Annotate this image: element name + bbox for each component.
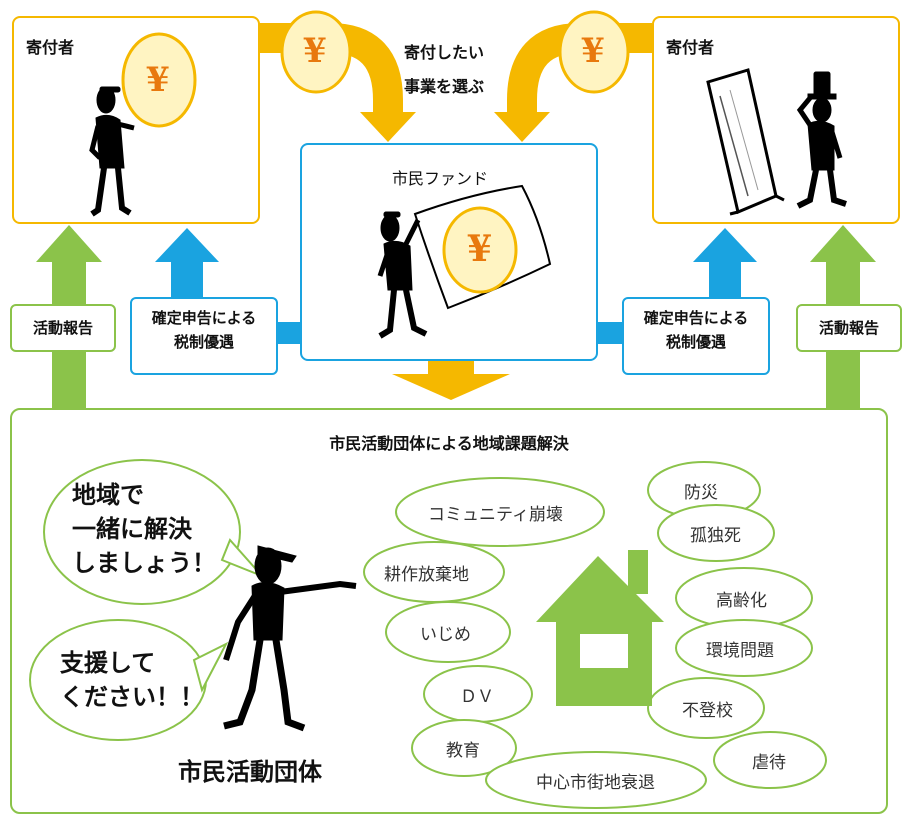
tax-benefit-right-line1: 確定申告による bbox=[643, 309, 749, 327]
issue-aging: 高齢化 bbox=[716, 591, 767, 611]
issue-truancy: 不登校 bbox=[682, 701, 733, 721]
speech-1-line1: 地域で bbox=[72, 481, 144, 509]
issue-bullying: いじめ bbox=[420, 625, 471, 645]
issue-cloud-community-collapse bbox=[395, 477, 605, 547]
activity-report-box-right: 活動報告 bbox=[796, 304, 902, 352]
issue-cloud-abuse bbox=[713, 731, 827, 789]
speech-2-line2: ください！！ bbox=[60, 683, 204, 711]
pointing-figure-icon bbox=[223, 545, 357, 732]
yen-glyph-fund: ¥ bbox=[467, 228, 493, 270]
speech-1-line2: 一緒に解決 bbox=[72, 515, 192, 543]
yen-coin-icon bbox=[121, 32, 197, 128]
issue-abuse: 虐待 bbox=[752, 753, 786, 773]
house-icon bbox=[536, 550, 664, 706]
tax-benefit-left-line1: 確定申告による bbox=[151, 309, 257, 327]
donor-figure-tophat-icon bbox=[796, 71, 847, 209]
yen-coin-top-left-icon bbox=[280, 10, 352, 94]
speech-bubble-2 bbox=[29, 619, 229, 741]
choose-project-line1: 寄付したい bbox=[404, 43, 485, 62]
issue-downtown-decline: 中心市街地衰退 bbox=[536, 773, 655, 793]
issue-abandoned-farmland: 耕作放棄地 bbox=[384, 565, 469, 585]
issue-lonely-death: 孤独死 bbox=[690, 526, 741, 546]
tax-benefit-box-right: 確定申告による 税制優遇 bbox=[622, 297, 770, 375]
issue-disaster-prevention: 防災 bbox=[684, 483, 718, 503]
mirror-icon bbox=[706, 68, 785, 216]
issue-cloud-downtown-decline bbox=[485, 751, 707, 809]
yen-glyph-top-right: ¥ bbox=[581, 31, 605, 71]
speech-2-line1: 支援して bbox=[60, 649, 156, 677]
choose-project-text: 寄付したい 事業を選ぶ bbox=[404, 36, 484, 104]
orange-arrowhead-left bbox=[360, 112, 416, 142]
blue-up-arrow-left bbox=[155, 228, 219, 298]
issue-education: 教育 bbox=[446, 741, 480, 761]
issue-cloud-environment bbox=[675, 619, 813, 677]
speech-1-line3: しましょう！ bbox=[72, 549, 216, 577]
issue-cloud-truancy bbox=[647, 677, 765, 739]
tax-benefit-box-left: 確定申告による 税制優遇 bbox=[130, 297, 278, 375]
orange-down-arrow bbox=[392, 360, 510, 400]
activity-report-right-label: 活動報告 bbox=[818, 319, 879, 337]
fund-figure-icon bbox=[377, 211, 428, 339]
tax-benefit-left-line2: 税制優遇 bbox=[173, 333, 234, 351]
yen-glyph-left-donor: ¥ bbox=[146, 60, 170, 100]
issue-dv: ＤＶ bbox=[460, 687, 494, 707]
blue-connector-left bbox=[276, 322, 302, 344]
donor-label-right: 寄付者 bbox=[666, 38, 715, 57]
activity-report-left-label: 活動報告 bbox=[32, 319, 93, 337]
tax-benefit-right-line2: 税制優遇 bbox=[665, 333, 726, 351]
speech-text-1: 地域で 一緒に解決 しましょう！ bbox=[72, 478, 216, 580]
blue-up-arrow-right bbox=[693, 228, 757, 298]
issue-cloud-lonely-death bbox=[657, 504, 775, 562]
issue-cloud-education bbox=[411, 719, 517, 777]
org-label: 市民活動団体 bbox=[178, 758, 322, 786]
yen-glyph-top-left: ¥ bbox=[303, 31, 327, 71]
orange-arrowhead-right bbox=[494, 112, 550, 142]
fund-label: 市民ファンド bbox=[392, 169, 489, 188]
issue-environment: 環境問題 bbox=[706, 641, 774, 661]
community-title: 市民活動団体による地域課題解決 bbox=[329, 434, 569, 453]
choose-project-line2: 事業を選ぶ bbox=[404, 77, 485, 96]
activity-report-box-left: 活動報告 bbox=[10, 304, 116, 352]
speech-text-2: 支援して ください！！ bbox=[60, 646, 204, 714]
donor-figure-icon bbox=[89, 86, 135, 217]
yen-coin-top-right-icon bbox=[558, 10, 630, 94]
fund-yen-coin-icon bbox=[442, 206, 518, 294]
speech-bubble-1 bbox=[43, 459, 263, 605]
issue-community-collapse: コミュニティ崩壊 bbox=[428, 505, 563, 525]
donor-label-left: 寄付者 bbox=[26, 38, 75, 57]
blue-connector-right bbox=[598, 322, 624, 344]
issue-cloud-bullying bbox=[385, 601, 511, 663]
